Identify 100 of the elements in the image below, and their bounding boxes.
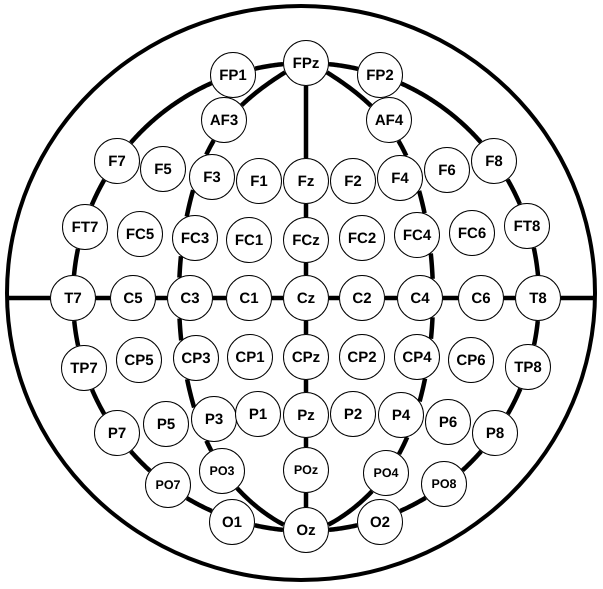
electrode-label: PO8	[431, 478, 456, 490]
connecting-line	[252, 523, 285, 532]
electrode-label: C2	[352, 290, 372, 306]
connecting-line	[398, 496, 427, 514]
electrode-label: F2	[344, 174, 362, 188]
electrode-label: F7	[108, 154, 126, 168]
electrode	[167, 275, 213, 321]
electrode	[394, 334, 440, 380]
electrode	[62, 204, 108, 250]
electrode	[424, 147, 470, 193]
connecting-line	[177, 255, 184, 279]
electrode-label: F8	[485, 154, 503, 168]
connecting-line	[252, 62, 285, 71]
electrode-label: PO3	[209, 464, 234, 478]
electrode	[471, 138, 517, 184]
connecting-line	[304, 86, 308, 158]
connecting-line	[428, 315, 435, 340]
electrode	[226, 217, 272, 263]
electrode-label: FC2	[348, 230, 376, 246]
electrode	[283, 217, 329, 263]
connecting-line	[304, 493, 308, 507]
electrode-label: P1	[248, 406, 268, 422]
electrode	[116, 337, 162, 383]
connecting-line	[90, 178, 106, 206]
electrode	[472, 410, 518, 456]
electrode-label: FCz	[292, 232, 320, 248]
connecting-line	[72, 248, 80, 278]
electrode-label: F5	[154, 162, 172, 176]
electrode	[94, 410, 140, 456]
electrode-label: FC4	[402, 228, 432, 242]
electrode-label: C5	[123, 290, 143, 306]
electrode	[283, 158, 329, 204]
electrode	[425, 399, 471, 445]
electrode	[421, 461, 467, 507]
connecting-line	[304, 321, 308, 334]
electrode	[283, 447, 329, 493]
electrode-label: Fz	[298, 174, 314, 188]
electrode-label: TP7	[70, 360, 98, 376]
electrode	[117, 211, 163, 257]
electrode	[210, 52, 256, 98]
electrode	[366, 97, 412, 143]
electrode	[209, 499, 255, 545]
electrode	[143, 401, 189, 447]
connecting-line	[385, 296, 397, 300]
electrode-label: C1	[239, 290, 259, 306]
electrode-label: C6	[471, 290, 491, 306]
connecting-line	[272, 296, 283, 300]
electrode	[199, 448, 245, 494]
electrode	[397, 275, 443, 321]
connecting-line	[416, 190, 427, 214]
connecting-line	[561, 296, 595, 300]
electrode-label: FP2	[366, 68, 394, 82]
connecting-line	[428, 252, 435, 280]
electrode-label: Cz	[296, 290, 316, 306]
electrode-label: P6	[438, 414, 458, 430]
electrode-label: O2	[370, 514, 390, 530]
connecting-line	[7, 296, 50, 300]
electrode-label: FPz	[292, 56, 320, 70]
connecting-line	[240, 70, 287, 108]
electrode-label: CP1	[235, 350, 265, 364]
electrode-label: AF4	[374, 112, 404, 128]
connecting-line	[184, 378, 196, 410]
electrode-label: P3	[204, 412, 224, 426]
electrode-label: CP4	[402, 350, 432, 364]
electrode	[50, 275, 96, 321]
connecting-line	[506, 388, 522, 416]
connecting-line	[156, 296, 167, 300]
connecting-line	[72, 320, 80, 348]
electrode	[201, 97, 247, 143]
electrode	[505, 344, 551, 390]
connecting-line	[326, 489, 374, 527]
electrode-label: O1	[222, 514, 242, 530]
electrode	[191, 396, 237, 442]
electrode	[339, 334, 385, 380]
electrode	[173, 335, 219, 381]
connecting-line	[177, 316, 184, 342]
connecting-line	[304, 438, 308, 447]
electrode-label: FC6	[458, 226, 486, 240]
connecting-line	[128, 81, 214, 144]
connecting-line	[90, 388, 106, 416]
electrode-label: Oz	[296, 522, 316, 538]
connecting-line	[213, 296, 226, 300]
electrode	[378, 392, 424, 438]
electrode-label: FT7	[72, 220, 98, 234]
electrode	[363, 450, 409, 496]
electrode-label: FC5	[126, 226, 154, 242]
electrode-label: C3	[180, 290, 200, 306]
electrode	[235, 391, 281, 437]
electrode	[283, 507, 329, 553]
electrode	[357, 499, 403, 545]
electrode-label: CP2	[347, 350, 377, 364]
electrode-label: F6	[438, 162, 456, 178]
electrode-label: PO7	[155, 478, 180, 492]
electrode-label: P5	[156, 416, 176, 432]
electrode-label: FC3	[180, 230, 210, 246]
electrode	[94, 138, 140, 184]
electrode	[189, 154, 235, 200]
connecting-line	[185, 496, 214, 514]
connecting-line	[304, 380, 308, 392]
electrode-label: P8	[486, 426, 504, 440]
